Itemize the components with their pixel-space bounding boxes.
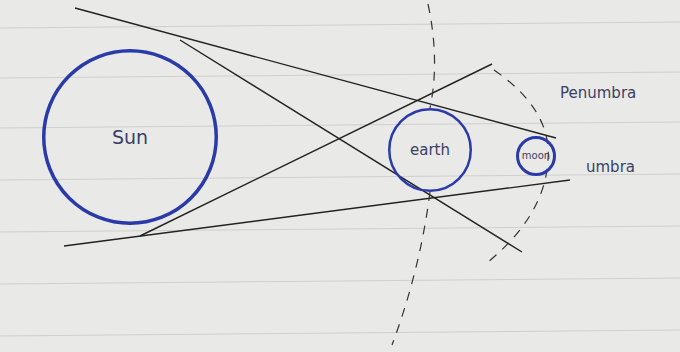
body-name: earth	[410, 143, 450, 158]
body-name: Sun	[112, 128, 148, 147]
circle-outline	[44, 51, 217, 224]
circle-outline	[518, 138, 555, 175]
light-rays	[64, 8, 570, 252]
region-label: Penumbra	[560, 86, 636, 101]
orbit-paths	[392, 4, 548, 345]
body-circle: Sun	[42, 49, 218, 225]
body-name: moon	[522, 151, 550, 161]
body-circle: moon	[516, 136, 556, 176]
ruled-lines	[0, 22, 680, 336]
region-label: umbra	[586, 160, 635, 175]
circle-outline	[389, 109, 471, 191]
body-circle: earth	[388, 108, 472, 192]
